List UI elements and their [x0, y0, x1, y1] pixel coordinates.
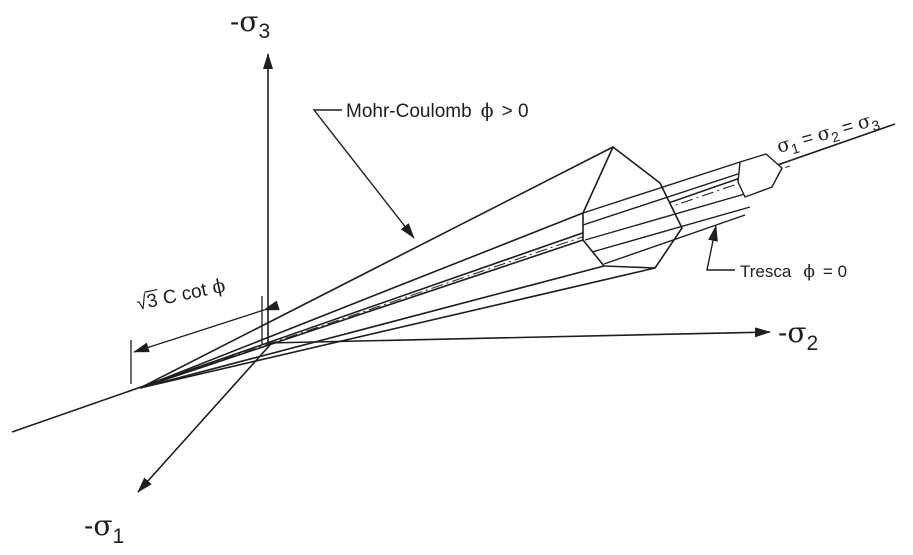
sigma1-axis — [137, 344, 271, 493]
tresca-end-face — [737, 153, 783, 198]
sigma3-axis-label: -σ3 — [230, 5, 270, 43]
cone-edge-bottom — [139, 267, 656, 389]
sigma1-axis-label: -σ1 — [84, 509, 124, 548]
svg-text:√3C cotϕ: √3C cotϕ — [134, 275, 227, 315]
mohr-coulomb-cone — [139, 146, 683, 389]
apex-distance-label: √3C cotϕ — [134, 275, 228, 315]
tresca-edge-5 — [603, 214, 746, 265]
cone-edge-lower — [139, 265, 605, 389]
sigma2-axis-label: -σ2 — [778, 316, 818, 355]
cone-edge-top — [139, 146, 614, 389]
cone-edge-upper — [139, 212, 584, 389]
tresca-edge-3 — [584, 188, 763, 241]
tresca-leader — [706, 225, 735, 271]
sigma2-axis — [267, 327, 771, 344]
tresca-edge-1 — [582, 161, 741, 214]
mohr-coulomb-leader — [312, 109, 415, 239]
cone-edge-middle — [139, 239, 584, 389]
apex-dimension-line — [133, 300, 280, 353]
tresca-edge-2 — [582, 169, 751, 226]
sqrt-overbar — [144, 288, 158, 293]
mohr-coulomb-end-face — [582, 146, 683, 269]
tresca-prism — [582, 153, 783, 265]
tresca-edge-4 — [591, 206, 751, 253]
